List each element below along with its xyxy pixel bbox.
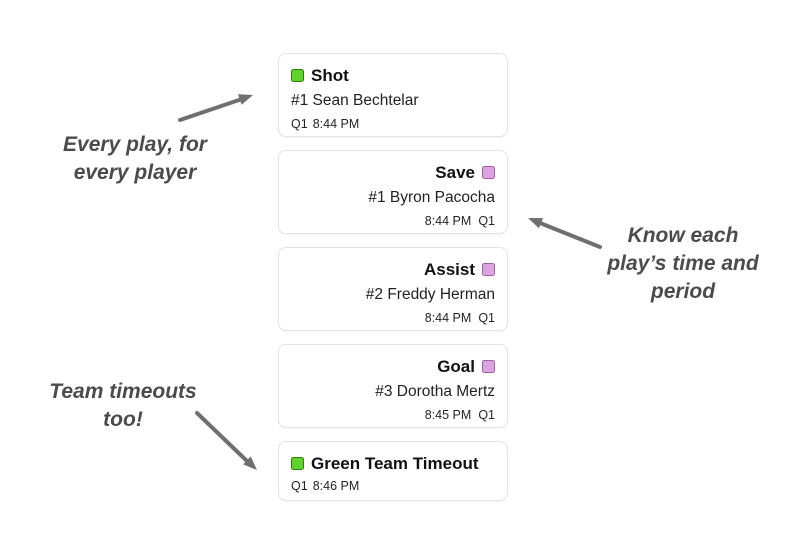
play-meta-part: Q1 [478,408,495,422]
play-card[interactable]: Save #1 Byron Pacocha 8:44 PM Q1 [278,150,508,234]
annotation-line: Know each [627,224,739,247]
play-type-label: Green Team Timeout [311,454,479,473]
annotation-team-timeouts: Team timeouts too! [28,378,218,433]
annotation-line: too! [103,407,143,431]
play-meta-part: 8:44 PM [424,214,472,228]
play-card-title-row: Shot [291,63,495,88]
annotation-every-play: Every play, for every player [40,131,230,186]
play-card[interactable]: Green Team Timeout Q1 8:46 PM [278,441,508,501]
play-card[interactable]: Shot #1 Sean Bechtelar Q1 8:44 PM [278,53,508,137]
play-meta-part: Q1 [478,214,495,228]
play-type-label: Assist [423,260,475,279]
play-type-label: Shot [311,66,349,85]
play-card-title-row: Assist [291,257,495,282]
player-name: #2 Freddy Herman [365,286,495,303]
annotation-line: every player [73,160,197,184]
play-meta-row: Q1 8:46 PM [291,476,495,497]
player-name: #3 Dorotha Mertz [375,383,495,400]
annotation-line: play’s time and [607,252,759,275]
arrow-to-timeout-card-icon [195,411,257,470]
purple-team-square-icon [482,166,495,179]
annotation-line: Every play, for [63,133,207,156]
play-meta-part: Q1 [291,117,308,131]
play-meta-part: 8:45 PM [424,408,472,422]
play-meta-part: 8:46 PM [312,479,360,493]
play-card-title-row: Save [291,160,495,185]
annotation-line: Team timeouts [49,380,197,403]
play-card-title-row: Green Team Timeout [291,451,495,476]
green-team-square-icon [291,457,304,470]
player-name: #1 Byron Pacocha [368,189,495,206]
play-meta-row: 8:44 PM Q1 [291,211,495,232]
arrow-to-save-card-icon [528,218,602,249]
play-meta-part: Q1 [478,311,495,325]
play-meta-row: 8:44 PM Q1 [291,308,495,329]
arrow-to-shot-card-icon [178,94,253,122]
play-card[interactable]: Assist #2 Freddy Herman 8:44 PM Q1 [278,247,508,331]
play-card-title-row: Goal [291,354,495,379]
purple-team-square-icon [482,360,495,373]
play-meta-row: Q1 8:44 PM [291,114,495,135]
green-team-square-icon [291,69,304,82]
play-meta-part: 8:44 PM [312,117,360,131]
annotation-line: period [650,280,716,303]
play-meta-row: 8:45 PM Q1 [291,405,495,426]
play-meta-part: Q1 [291,479,308,493]
play-meta-part: 8:44 PM [424,311,472,325]
play-type-label: Goal [437,357,475,376]
purple-team-square-icon [482,263,495,276]
play-feed: Shot #1 Sean Bechtelar Q1 8:44 PM Save #… [278,53,508,501]
player-name: #1 Sean Bechtelar [291,92,419,109]
annotation-know-time: Know each play’s time and period [583,222,783,306]
play-type-label: Save [435,163,475,182]
play-card[interactable]: Goal #3 Dorotha Mertz 8:45 PM Q1 [278,344,508,428]
